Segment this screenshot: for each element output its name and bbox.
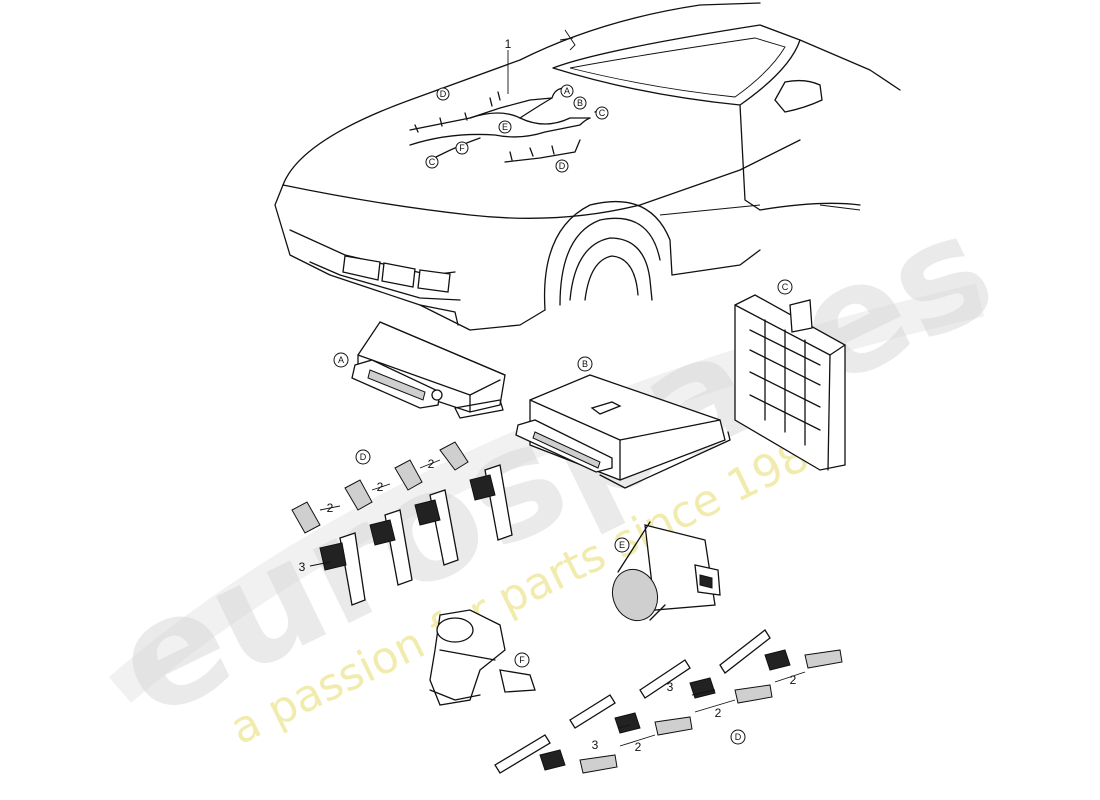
- watermark: eurospares a passion for parts since 198…: [90, 180, 1019, 755]
- callout-c-label: C: [599, 108, 606, 118]
- part-number-injector-3: 3: [592, 738, 599, 752]
- throttle-body-f: F: [429, 609, 536, 706]
- callout-b-label: B: [577, 98, 583, 108]
- part-number-plug: 2: [428, 457, 435, 471]
- callout-e-label: E: [502, 122, 508, 132]
- callout-a-label: A: [564, 86, 570, 96]
- wiring-harness: 1: [409, 37, 601, 163]
- part-number-plug-4: 2: [790, 673, 797, 687]
- callout-d-circle: [436, 87, 450, 101]
- relay-panel-c: C: [734, 279, 846, 471]
- part-number-injector: 3: [299, 560, 306, 574]
- injector-set-upper: D 2 2 2 3: [291, 441, 513, 606]
- callout-d-label: D: [440, 89, 447, 99]
- air-flow-meter-e: E: [611, 521, 721, 622]
- part-number-plug-5: 2: [715, 706, 722, 720]
- part-number-plug-6: 2: [635, 740, 642, 754]
- part-number-harness: 1: [505, 37, 512, 51]
- callout-d-label-2: D: [559, 161, 566, 171]
- watermark-brand: eurospares: [90, 180, 1019, 752]
- car-outline: [274, 2, 901, 331]
- callout-f-label: F: [459, 143, 465, 153]
- control-unit-b: B: [515, 356, 731, 489]
- harness-callouts: D A B C E F C D: [425, 84, 609, 173]
- callout-f-label-throttle: F: [519, 655, 525, 665]
- control-unit-a: A: [333, 321, 506, 419]
- part-number-plug-2: 2: [377, 480, 384, 494]
- callout-c-label-panel: C: [782, 282, 789, 292]
- callout-a-label-ecu: A: [338, 355, 344, 365]
- callout-e-label-meter: E: [619, 540, 625, 550]
- injector-set-lower: 2 2 2 3 3 D: [494, 629, 843, 774]
- callout-d-label-injectors-2: D: [735, 732, 742, 742]
- part-number-injector-2: 3: [667, 680, 674, 694]
- callout-d-label-injectors: D: [360, 452, 367, 462]
- callout-c-label-2: C: [429, 157, 436, 167]
- part-number-plug-3: 2: [327, 501, 334, 515]
- callout-b-label-ecu: B: [582, 359, 588, 369]
